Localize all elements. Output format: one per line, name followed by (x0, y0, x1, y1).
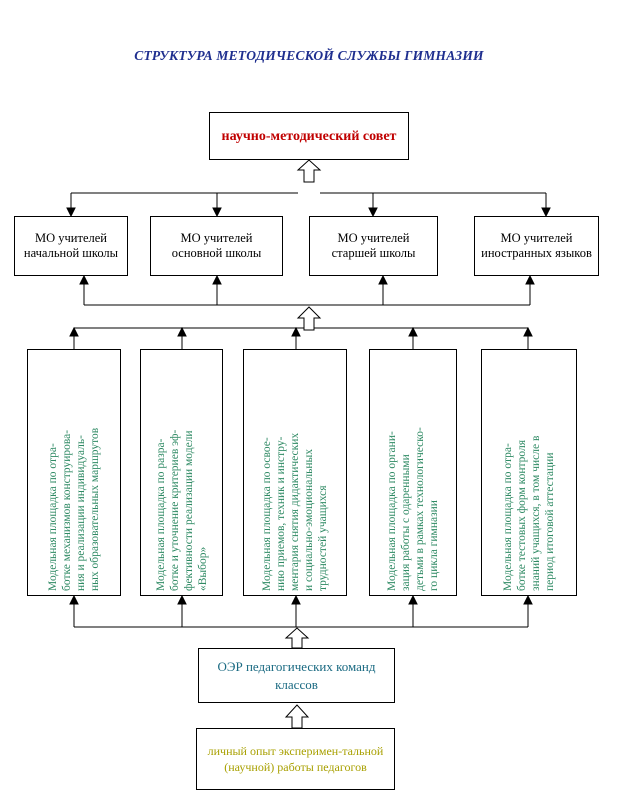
arrow-to-oer (284, 704, 310, 729)
scientific-council-box: научно-методический совет (209, 112, 409, 160)
platform-box-2: Модельная площадка по разра- ботке и уто… (140, 349, 223, 596)
platform-label-4: Модельная площадка по органи- зация рабо… (386, 426, 440, 591)
experience-label: личный опыт эксперимен-тальной (научной)… (207, 744, 384, 774)
platform-label-5: Модельная площадка по отра- ботке тестов… (502, 435, 556, 591)
mo-senior-box: МО учителей старшей школы (309, 216, 438, 276)
mo-senior-label: МО учителей старшей школы (331, 231, 416, 260)
oer-label: ОЭР педагогических команд классов (217, 658, 376, 692)
arrow-to-council (296, 159, 322, 183)
scientific-council-label: научно-методический совет (221, 128, 397, 144)
platform-label-2: Модельная площадка по разра- ботке и уто… (154, 429, 209, 591)
mo-basic-box: МО учителей основной школы (150, 216, 283, 276)
platform-label-3: Модельная площадка по освое- нию приемов… (261, 432, 329, 591)
arrow-to-mo-bus (296, 306, 322, 331)
oer-box: ОЭР педагогических команд классов (198, 648, 395, 703)
mo-primary-label: МО учителей начальной школы (23, 231, 119, 260)
platform-box-4: Модельная площадка по органи- зация рабо… (369, 349, 457, 596)
diagram-title: СТРУКТУРА МЕТОДИЧЕСКОЙ СЛУЖБЫ ГИМНАЗИИ (134, 48, 484, 63)
experience-box: личный опыт эксперимен-тальной (научной)… (196, 728, 395, 790)
arrow-to-platform-bus (284, 627, 310, 649)
mo-basic-label: МО учителей основной школы (171, 231, 262, 260)
mo-primary-box: МО учителей начальной школы (14, 216, 128, 276)
platform-box-3: Модельная площадка по освое- нию приемов… (243, 349, 347, 596)
platform-label-1: Модельная площадка по отра- ботке механи… (47, 427, 101, 591)
mo-languages-box: МО учителей иностранных языков (474, 216, 599, 276)
mo-languages-label: МО учителей иностранных языков (481, 231, 592, 260)
platform-box-5: Модельная площадка по отра- ботке тестов… (481, 349, 577, 596)
platform-box-1: Модельная площадка по отра- ботке механи… (27, 349, 121, 596)
